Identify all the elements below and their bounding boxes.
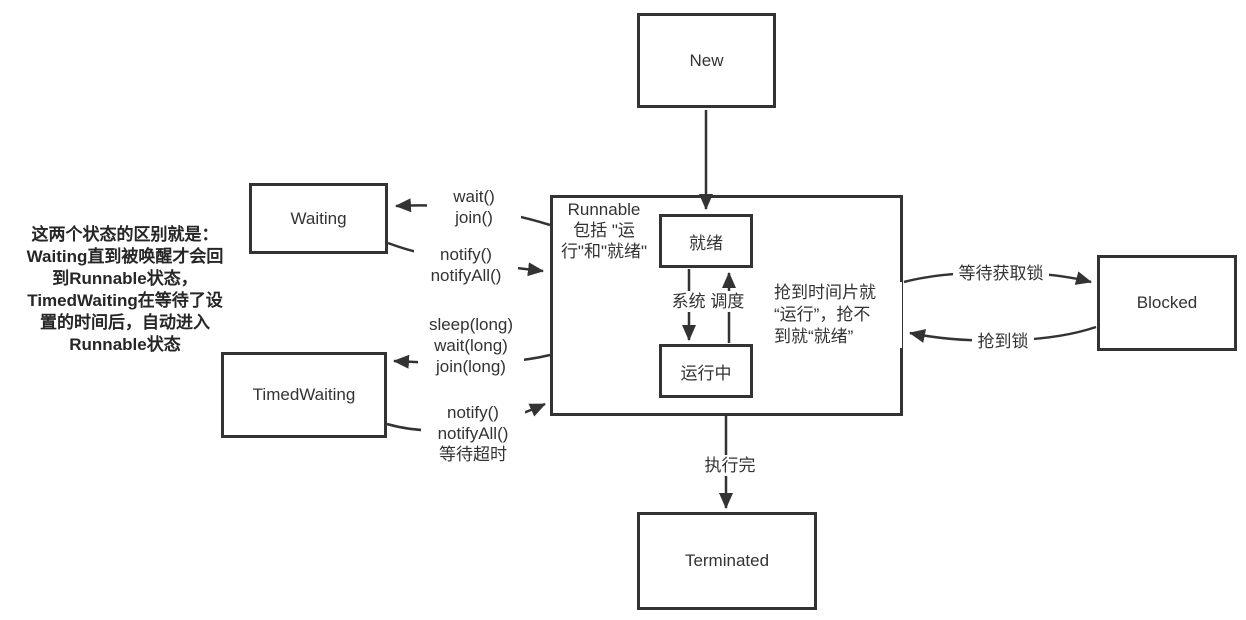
state-box-running: 运行中 [659,344,753,398]
state-box-timed-waiting: TimedWaiting [221,352,387,438]
edge-label-wait-join: wait() join() [427,186,521,228]
runnable-timeslice-note: 抢到时间片就 “运行”，抢不 到就“就绪” [772,282,902,348]
state-label-timed-waiting: TimedWaiting [252,385,356,404]
edge-label-notify-from-waiting: notify() notifyAll() [414,244,518,286]
edge-label-got-lock: 抢到锁 [972,331,1034,352]
state-label-ready: 就绪 [689,233,723,253]
waiting-vs-timedwaiting-annotation: 这两个状态的区别就是： Waiting直到被唤醒才会回 到Runnable状态，… [26,225,224,354]
edge-label-system-scheduling: 系统 调度 [663,291,753,312]
state-label-running: 运行中 [680,363,732,383]
runnable-note: Runnable 包括 "运 行"和"就绪" [560,200,648,261]
edge-label-wait-for-lock: 等待获取锁 [953,263,1049,284]
state-label-new: New [689,50,724,70]
state-label-blocked: Blocked [1136,293,1198,312]
state-box-waiting: Waiting [249,183,388,254]
state-box-blocked: Blocked [1097,255,1237,351]
edge-label-sleep-wait-join: sleep(long) wait(long) join(long) [418,314,524,377]
state-box-ready: 就绪 [659,214,753,268]
state-label-terminated: Terminated [684,551,770,570]
edge-label-notify-timeout: notify() notifyAll() 等待超时 [421,402,525,465]
state-box-new: New [637,13,776,108]
edge-label-finish: 执行完 [701,455,759,476]
state-label-waiting: Waiting [290,208,347,228]
state-box-terminated: Terminated [637,512,817,610]
